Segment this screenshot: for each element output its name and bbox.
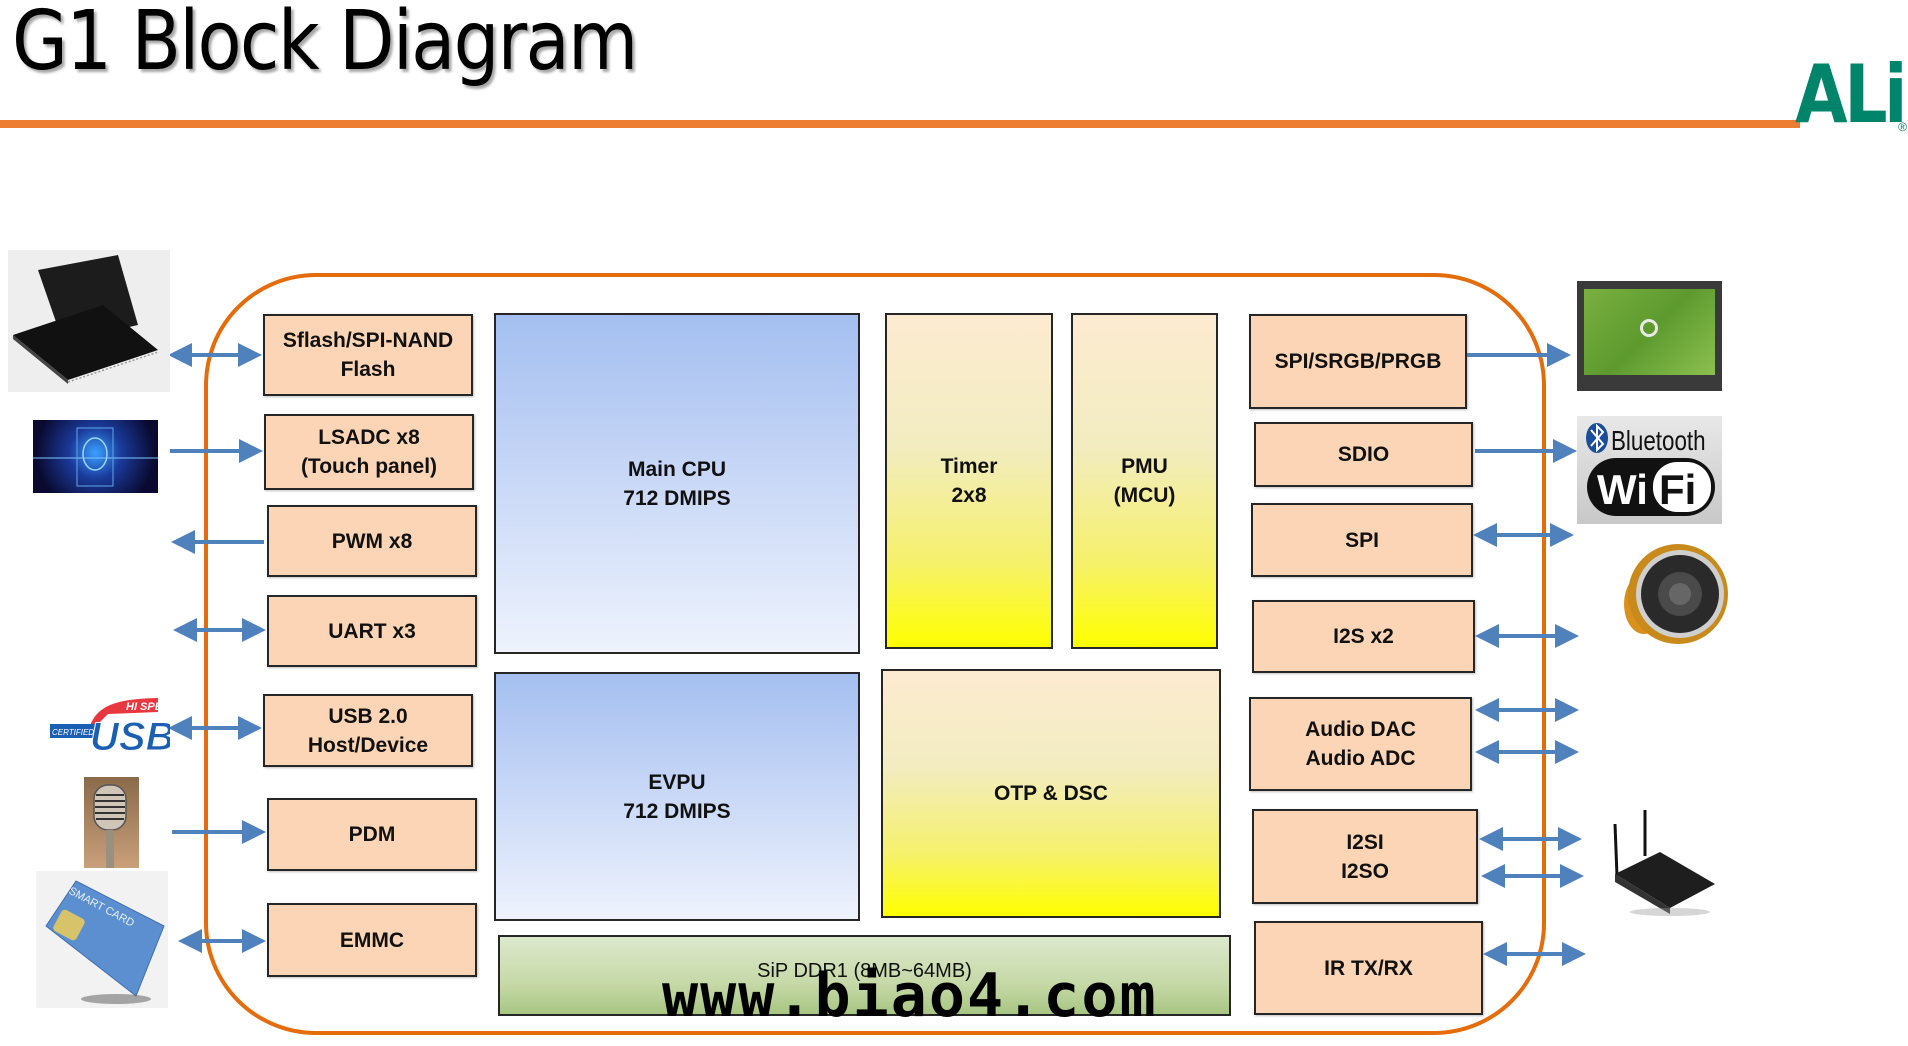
block-timer: Timer 2x8: [885, 313, 1053, 649]
block-i2si-i2so: I2SI I2SO: [1252, 809, 1478, 904]
block-otp-dsc: OTP & DSC: [881, 669, 1221, 918]
block-sublabel: Audio ADC: [1305, 747, 1416, 770]
chip-boundary: [204, 273, 1546, 1035]
speaker-icon: [1608, 534, 1733, 660]
block-i2s: I2S x2: [1252, 600, 1475, 673]
block-sip-ddr1: SiP DDR1 (8MB~64MB): [498, 935, 1231, 1016]
block-label: PWM x8: [331, 529, 413, 553]
block-sublabel: 2x8: [951, 484, 987, 507]
block-label: UART x3: [328, 619, 416, 643]
block-label: Timer: [940, 455, 998, 478]
logo-registered-mark: ®: [1898, 120, 1907, 134]
block-pmu: PMU (MCU): [1071, 313, 1218, 649]
microphone-icon: [84, 777, 139, 868]
page-title: G1 Block Diagram: [12, 0, 638, 89]
flash-chip-icon: [8, 250, 170, 392]
block-label: I2S x2: [1333, 625, 1394, 648]
block-label: PDM: [348, 823, 396, 846]
bluetooth-text: Bluetooth: [1611, 426, 1706, 457]
block-sublabel: (MCU): [1113, 484, 1176, 507]
block-label: OTP & DSC: [994, 782, 1108, 805]
block-sublabel: I2SO: [1341, 859, 1389, 883]
block-evpu: EVPU 712 DMIPS: [494, 672, 860, 921]
block-sublabel: Flash: [340, 358, 396, 381]
usb-main-text: USB: [90, 715, 170, 759]
watermark-text: www.biao4.com: [662, 961, 1158, 1031]
block-label: Audio DAC: [1305, 718, 1416, 741]
display-logo: [1640, 319, 1658, 337]
block-sublabel: (Touch panel): [300, 455, 438, 478]
block-label: SPI: [1345, 528, 1379, 552]
block-emmc: EMMC: [267, 903, 477, 977]
usb-certified-text: CERTIFIED: [52, 728, 94, 737]
wifi-fi-text: Fi: [1659, 466, 1696, 513]
block-label: LSADC x8: [318, 426, 420, 449]
block-sublabel: 712 DMIPS: [623, 486, 731, 510]
bluetooth-wifi-icon: Bluetooth Wi Fi: [1577, 416, 1722, 524]
block-label: USB 2.0: [328, 704, 408, 728]
block-pdm: PDM: [267, 798, 477, 871]
block-audio-codec: Audio DAC Audio ADC: [1249, 697, 1472, 791]
block-sublabel: 712 DMIPS: [623, 799, 731, 823]
display-panel-icon: [1577, 281, 1722, 391]
block-label: SPI/SRGB/PRGB: [1274, 350, 1442, 373]
router-icon: [1605, 806, 1720, 916]
block-label: SiP DDR1 (8MB~64MB): [757, 960, 972, 982]
block-label: Sflash/SPI-NAND: [282, 329, 454, 352]
wifi-wi-text: Wi: [1597, 466, 1648, 513]
logo-text: ALi: [1795, 48, 1907, 141]
touch-panel-icon: [33, 420, 158, 493]
block-label: PMU: [1121, 455, 1168, 478]
smart-card-icon: SMART CARD: [36, 871, 168, 1008]
display-screen: [1584, 289, 1715, 375]
block-sflash: Sflash/SPI-NAND Flash: [263, 314, 473, 396]
block-spi-srgb-prgb: SPI/SRGB/PRGB: [1249, 314, 1467, 409]
block-lsadc: LSADC x8 (Touch panel): [264, 414, 474, 490]
usb-hi-speed-text: HI SPEED: [126, 701, 170, 713]
usb-logo-icon: HI SPEED CERTIFIED USB: [48, 694, 170, 764]
block-main-cpu: Main CPU 712 DMIPS: [494, 313, 860, 654]
block-label: I2SI: [1346, 830, 1384, 854]
block-label: EMMC: [339, 928, 405, 952]
block-label: SDIO: [1337, 443, 1390, 466]
block-spi: SPI: [1251, 503, 1473, 577]
block-pwm: PWM x8: [267, 505, 477, 577]
block-sdio: SDIO: [1254, 422, 1473, 487]
block-label: Main CPU: [627, 457, 726, 481]
header-divider: [0, 120, 1800, 128]
block-label: IR TX/RX: [1324, 956, 1413, 980]
block-label: EVPU: [648, 770, 706, 794]
block-sublabel: Host/Device: [307, 733, 429, 757]
block-uart: UART x3: [267, 595, 477, 667]
block-ir-txrx: IR TX/RX: [1254, 921, 1483, 1015]
ali-logo: ALi ®: [1795, 48, 1907, 141]
